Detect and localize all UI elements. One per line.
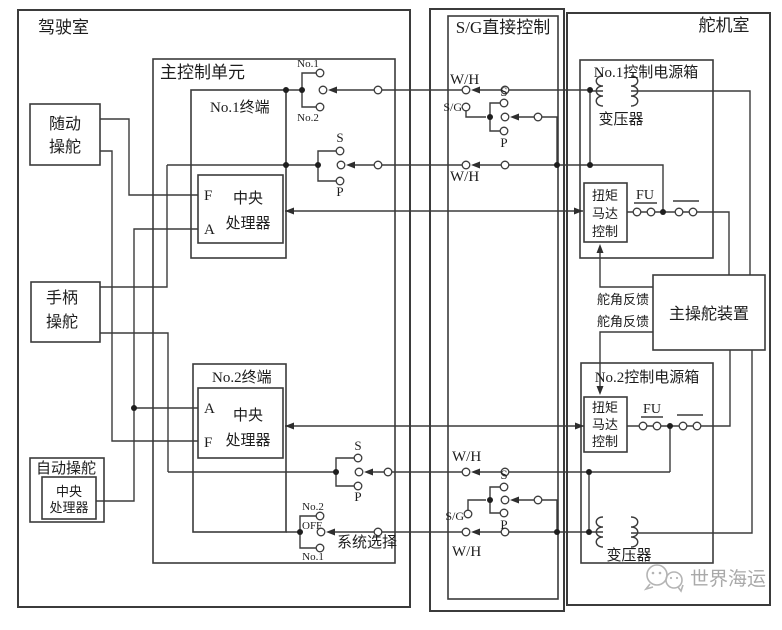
system-selector-no2: No.2 — [302, 501, 324, 513]
torque2-line1: 扭矩 — [592, 400, 618, 415]
main-control-unit-box — [152, 58, 396, 564]
cpu2-a-label: A — [204, 401, 215, 417]
transformer1-label: 变压器 — [598, 111, 643, 128]
sp-switch3-s: S — [354, 438, 361, 453]
torque2-line2: 马达 — [592, 417, 618, 432]
cpu1-text-line1: 中央 — [233, 190, 263, 207]
sg-direct-title: S/G直接控制 — [456, 18, 550, 37]
signal-wires — [96, 72, 753, 549]
terminal2-box — [192, 363, 287, 533]
terminal-selector-no1: No.1 — [297, 58, 319, 70]
arrowheads — [285, 86, 604, 536]
cpu2-f-label: F — [204, 435, 212, 451]
watermark-logo-eye4 — [675, 576, 679, 580]
power1-box — [579, 59, 714, 259]
main-steering-box — [652, 274, 766, 351]
cpu1-a-label: A — [204, 222, 215, 238]
follow-up-label-line1: 随动 — [49, 115, 81, 133]
handle-label-line2: 操舵 — [46, 313, 78, 331]
system-selector-no1: No.1 — [302, 551, 324, 563]
torque1-line1: 扭矩 — [592, 188, 618, 203]
steering-room-title: 舵机室 — [699, 16, 750, 35]
auto-cpu-line2: 处理器 — [49, 500, 88, 515]
fu1-label: FU — [636, 188, 654, 203]
auto-steering-box — [29, 457, 105, 523]
power1-title: No.1控制电源箱 — [594, 64, 699, 81]
rudder-feedback-label2: 舵角反馈 — [597, 314, 649, 329]
junction-dots — [131, 87, 673, 535]
transformer2-label: 变压器 — [606, 547, 651, 564]
sp-switch2-s: S — [500, 84, 507, 99]
sp-switch1-s: S — [336, 130, 343, 145]
rudder-feedback-label1: 舵角反馈 — [597, 292, 649, 307]
wh-label-2: W/H — [450, 169, 479, 185]
wh-label-1: W/H — [450, 72, 479, 88]
auto-steering-cpu-box — [41, 476, 97, 520]
torque2-box — [583, 396, 628, 453]
cpu2-text-line2: 处理器 — [225, 432, 270, 449]
sg-direct-inner-box — [447, 15, 559, 600]
terminal-selector-no2: No.2 — [297, 112, 319, 124]
sp-switch4-p: P — [500, 517, 507, 532]
torque1-line2: 马达 — [592, 206, 618, 221]
sp-switch1-p: P — [336, 184, 343, 199]
sp-switch2-p: P — [500, 135, 507, 150]
torque1-line3: 控制 — [592, 224, 618, 239]
sp-switch3-p: P — [354, 489, 361, 504]
sp-switch4-s: S — [500, 467, 507, 482]
handle-label-line1: 手柄 — [46, 289, 78, 307]
terminal2-label: No.2终端 — [212, 369, 272, 386]
terminal1-label: No.1终端 — [210, 99, 270, 116]
watermark-logo-icon — [643, 564, 684, 593]
sg-contact1-label: S/G — [443, 100, 462, 114]
watermark-text: 世界海运 — [690, 568, 766, 590]
cpu1-f-label: F — [204, 188, 212, 204]
contact-circles — [315, 68, 702, 553]
cpu2-box — [197, 387, 284, 459]
power2-title: No.2控制电源箱 — [595, 369, 700, 386]
system-select-label: 系统选择 — [337, 534, 397, 551]
handle-steering-box — [30, 281, 101, 343]
auto-cpu-line1: 中央 — [56, 484, 82, 499]
follow-up-label-line2: 操舵 — [49, 138, 81, 156]
system-selector-off: OFF — [302, 520, 322, 532]
cpu2-text-line1: 中央 — [233, 407, 263, 424]
watermark-logo-eye1 — [651, 571, 655, 575]
fu2-label: FU — [643, 402, 661, 417]
watermark-logo-eye2 — [658, 571, 662, 575]
wh-label-3: W/H — [452, 449, 481, 465]
steering-room-box — [566, 12, 771, 606]
transformer2-coils — [595, 516, 639, 548]
bridge-region-box — [17, 9, 411, 608]
power2-box — [580, 362, 714, 564]
transformer1-coils — [595, 75, 639, 107]
torque2-line3: 控制 — [592, 434, 618, 449]
watermark: 世界海运 — [643, 564, 766, 593]
bridge-region-title: 驾驶室 — [38, 18, 89, 37]
sg-direct-outer-box — [429, 8, 565, 612]
main-control-unit-title: 主控制单元 — [160, 63, 245, 82]
auto-steering-label: 自动操舵 — [36, 460, 96, 477]
main-steering-label: 主操舵装置 — [669, 305, 749, 323]
sg-contact2-label: S/G — [445, 509, 464, 523]
cpu1-box — [197, 174, 284, 244]
follow-up-steering-box — [29, 103, 101, 166]
cpu1-text-line2: 处理器 — [225, 215, 270, 232]
terminal1-box — [190, 89, 287, 259]
watermark-logo-eye3 — [669, 576, 673, 580]
wh-label-4: W/H — [452, 544, 481, 560]
